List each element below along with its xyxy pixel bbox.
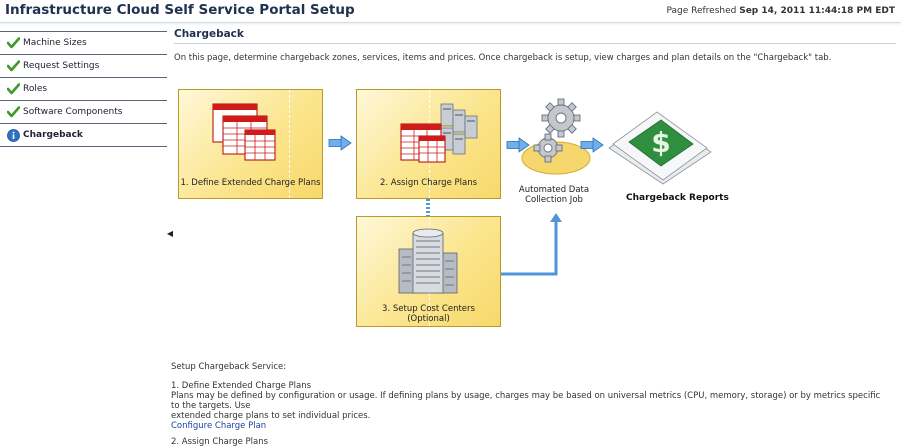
building-icon [398,228,458,294]
setup-step1-title: 1. Define Extended Charge Plans [171,381,312,391]
page-title: Infrastructure Cloud Self Service Portal… [5,2,355,18]
configure-charge-plan-link[interactable]: Configure Charge Plan [171,421,267,431]
step1-box: 1. Define Extended Charge Plans [178,89,323,199]
step3-label-line1: 3. Setup Cost Centers [382,304,475,314]
check-icon [7,37,20,50]
sidebar-item-label: Request Settings [23,61,100,71]
sidebar-item-label: Chargeback [23,130,83,140]
sidebar-item-roles[interactable]: Roles [0,78,167,101]
step2-label: 2. Assign Charge Plans [379,178,478,188]
info-icon [7,128,20,142]
sidebar-item-label: Machine Sizes [23,38,87,48]
collapse-sidebar-handle[interactable]: ◀ [166,224,174,242]
setup-sidebar: Machine Sizes Request Settings Roles Sof… [0,31,167,147]
gears-icon [521,98,591,175]
page-header: Infrastructure Cloud Self Service Portal… [0,0,901,23]
reports-label: Chargeback Reports [626,193,729,203]
setup-heading: Setup Chargeback Service: [171,362,287,372]
check-icon [7,106,20,119]
refresh-label: Page Refreshed [666,6,737,16]
section-divider [174,43,896,44]
setup-step1-desc-line2: extended charge plans to set individual … [171,411,371,421]
sidebar-item-label: Software Components [23,107,123,117]
arrow-right-icon [328,135,352,151]
sidebar-item-chargeback[interactable]: Chargeback [0,124,167,147]
chargeback-reports-icon: $ [608,111,712,185]
setup-step2-title: 2. Assign Charge Plans [171,437,269,447]
sidebar-item-machine-sizes[interactable]: Machine Sizes [0,31,167,55]
arrow-right-icon [506,137,530,153]
step3-label-line2: (Optional) [407,314,450,324]
check-icon [7,60,20,73]
arrow-up-icon [550,213,562,222]
job-label-line2: Collection Job [525,195,583,205]
setup-instructions: Setup Chargeback Service: 1. Define Exte… [171,362,891,447]
collapse-left-icon: ◀ [166,228,174,238]
sidebar-item-request-settings[interactable]: Request Settings [0,55,167,78]
svg-text:$: $ [651,126,670,159]
step3-box: 3. Setup Cost Centers (Optional) [356,216,501,327]
setup-step1-desc-line1: Plans may be defined by configuration or… [171,391,881,411]
assign-plans-icon [400,103,478,163]
arrow-right-icon [580,137,604,153]
cost-centers-to-job-connector [499,220,558,276]
charge-plan-sheets-icon [212,103,276,161]
step1-label: 1. Define Extended Charge Plans [180,178,321,188]
intro-text: On this page, determine chargeback zones… [174,53,832,63]
check-icon [7,83,20,96]
step2-box: 2. Assign Charge Plans [356,89,501,199]
header-shadow [0,23,901,26]
refresh-time: Sep 14, 2011 11:44:18 PM EDT [739,6,895,16]
page-refreshed: Page Refreshed Sep 14, 2011 11:44:18 PM … [666,6,895,16]
job-label-line1: Automated Data [518,185,590,195]
sidebar-item-software-components[interactable]: Software Components [0,101,167,124]
sidebar-item-label: Roles [23,84,48,94]
section-title: Chargeback [174,28,244,40]
